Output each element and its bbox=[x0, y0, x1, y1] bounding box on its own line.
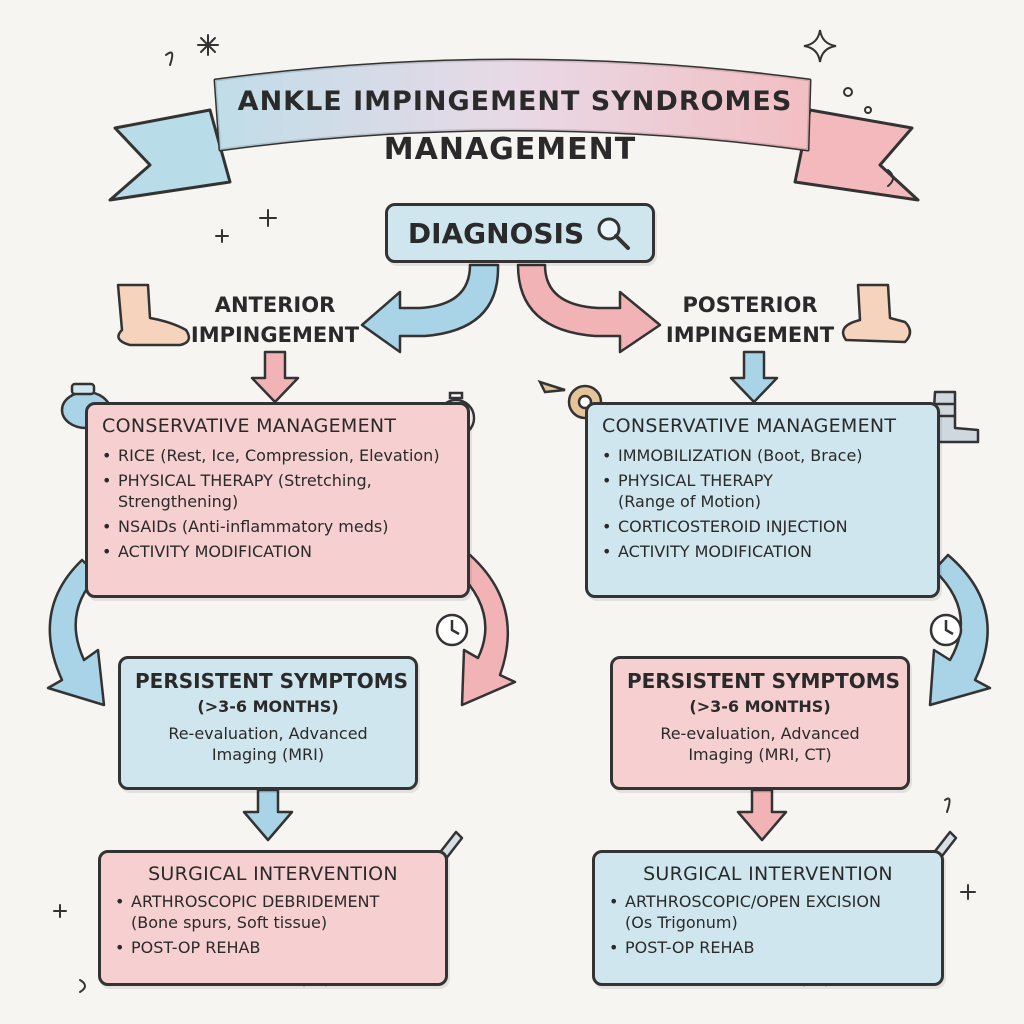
decorative-sparkles bbox=[53, 29, 976, 993]
arrow-anterior-curve-left bbox=[46, 558, 106, 707]
posterior-title: POSTERIOR IMPINGEMENT bbox=[655, 290, 845, 350]
anterior-persistent-title: PERSISTENT SYMPTOMS bbox=[135, 669, 409, 693]
list-item-text: PHYSICAL THERAPY (Stretching, bbox=[118, 471, 372, 490]
posterior-persistent-desc2: Imaging (MRI, CT) bbox=[688, 745, 832, 764]
ribbon-tail-right bbox=[793, 108, 920, 202]
list-item-text: (Os Trigonum) bbox=[625, 913, 738, 932]
foot-icon bbox=[116, 283, 191, 347]
arrow-anterior-to-surgical bbox=[242, 788, 294, 842]
list-item: NSAIDs (Anti-inflammatory meds) bbox=[102, 516, 453, 537]
page-subtitle: MANAGEMENT bbox=[383, 132, 637, 167]
foot-icon bbox=[841, 283, 912, 344]
anterior-persistent-box: PERSISTENT SYMPTOMS (>3-6 MONTHS) Re-eva… bbox=[118, 656, 418, 790]
anterior-title-line2: IMPINGEMENT bbox=[190, 323, 360, 347]
arrow-posterior-to-conservative bbox=[729, 350, 779, 404]
magnifier-icon bbox=[597, 217, 631, 250]
anterior-surgical-list: ARTHROSCOPIC DEBRIDEMENT (Bone spurs, Sof… bbox=[115, 891, 431, 958]
anterior-persistent-desc2: Imaging (MRI) bbox=[211, 745, 325, 764]
posterior-persistent-desc1: Re-evaluation, Advanced bbox=[660, 724, 860, 743]
anterior-persistent-desc1: Re-evaluation, Advanced bbox=[168, 724, 368, 743]
list-item: ARTHROSCOPIC/OPEN EXCISION (Os Trigonum) bbox=[609, 891, 927, 933]
posterior-surgical-list: ARTHROSCOPIC/OPEN EXCISION(Os Trigonum) … bbox=[609, 891, 927, 958]
list-item: POST-OP REHAB bbox=[609, 937, 927, 958]
list-item: IMMOBILIZATION (Boot, Brace) bbox=[602, 445, 923, 466]
anterior-conservative-list: RICE (Rest, Ice, Compression, Elevation)… bbox=[102, 445, 453, 562]
anterior-conservative-box: CONSERVATIVE MANAGEMENT RICE (Rest, Ice,… bbox=[85, 402, 470, 598]
list-item: ACTIVITY MODIFICATION bbox=[602, 541, 923, 562]
posterior-title-line2: IMPINGEMENT bbox=[665, 323, 835, 347]
list-item: RICE (Rest, Ice, Compression, Elevation) bbox=[102, 445, 453, 466]
ribbon-tail-left bbox=[108, 108, 232, 202]
list-item: ARTHROSCOPIC DEBRIDEMENT (Bone spurs, Sof… bbox=[115, 891, 431, 933]
list-item: POST-OP REHAB bbox=[115, 937, 431, 958]
list-item-text: Strengthening) bbox=[118, 492, 239, 511]
arrow-posterior-to-surgical bbox=[736, 788, 788, 842]
posterior-conservative-heading: CONSERVATIVE MANAGEMENT bbox=[602, 415, 897, 437]
anterior-title: ANTERIOR IMPINGEMENT bbox=[180, 290, 370, 350]
list-item: ACTIVITY MODIFICATION bbox=[102, 541, 453, 562]
arrow-anterior-curve-right bbox=[454, 553, 517, 707]
anterior-surgical-box: SURGICAL INTERVENTION ARTHROSCOPIC DEBRI… bbox=[98, 850, 448, 986]
posterior-persistent-duration: (>3-6 MONTHS) bbox=[689, 697, 831, 716]
posterior-persistent-box: PERSISTENT SYMPTOMS (>3-6 MONTHS) Re-eva… bbox=[610, 656, 910, 790]
anterior-title-line1: ANTERIOR bbox=[214, 293, 336, 317]
anterior-surgical-heading: SURGICAL INTERVENTION bbox=[148, 863, 398, 885]
posterior-surgical-box: SURGICAL INTERVENTION ARTHROSCOPIC/OPEN … bbox=[592, 850, 944, 986]
list-item: CORTICOSTEROID INJECTION bbox=[602, 516, 923, 537]
list-item-text: ARTHROSCOPIC DEBRIDEMENT bbox=[131, 892, 380, 911]
alarm-clock-icon bbox=[435, 613, 469, 647]
arrow-diagnosis-to-posterior bbox=[516, 263, 662, 354]
posterior-title-line1: POSTERIOR bbox=[682, 293, 818, 317]
posterior-surgical-heading: SURGICAL INTERVENTION bbox=[643, 863, 893, 885]
posterior-persistent-title: PERSISTENT SYMPTOMS bbox=[627, 669, 901, 693]
alarm-clock-icon bbox=[929, 613, 963, 647]
posterior-conservative-list: IMMOBILIZATION (Boot, Brace) PHYSICAL TH… bbox=[602, 445, 923, 562]
anterior-persistent-duration: (>3-6 MONTHS) bbox=[197, 697, 339, 716]
anterior-conservative-heading: CONSERVATIVE MANAGEMENT bbox=[102, 415, 397, 437]
list-item-text: ARTHROSCOPIC/OPEN EXCISION bbox=[625, 892, 881, 911]
list-item-text: (Range of Motion) bbox=[618, 492, 762, 511]
posterior-conservative-box: CONSERVATIVE MANAGEMENT IMMOBILIZATION (… bbox=[585, 402, 940, 598]
arrow-anterior-to-conservative bbox=[250, 350, 300, 404]
banner-title: ANKLE IMPINGEMENT SYNDROMES bbox=[237, 86, 793, 117]
list-item: PHYSICAL THERAPY (Range of Motion) bbox=[602, 470, 923, 512]
arrow-diagnosis-to-anterior bbox=[360, 263, 500, 354]
diagnosis-box: DIAGNOSIS bbox=[385, 203, 655, 263]
list-item-text: (Bone spurs, Soft tissue) bbox=[131, 913, 328, 932]
list-item: PHYSICAL THERAPY (Stretching, Strengtheni… bbox=[102, 470, 453, 512]
arrow-posterior-curve-right bbox=[928, 553, 992, 707]
diagnosis-label: DIAGNOSIS bbox=[407, 216, 585, 250]
list-item-text: PHYSICAL THERAPY bbox=[618, 471, 773, 490]
